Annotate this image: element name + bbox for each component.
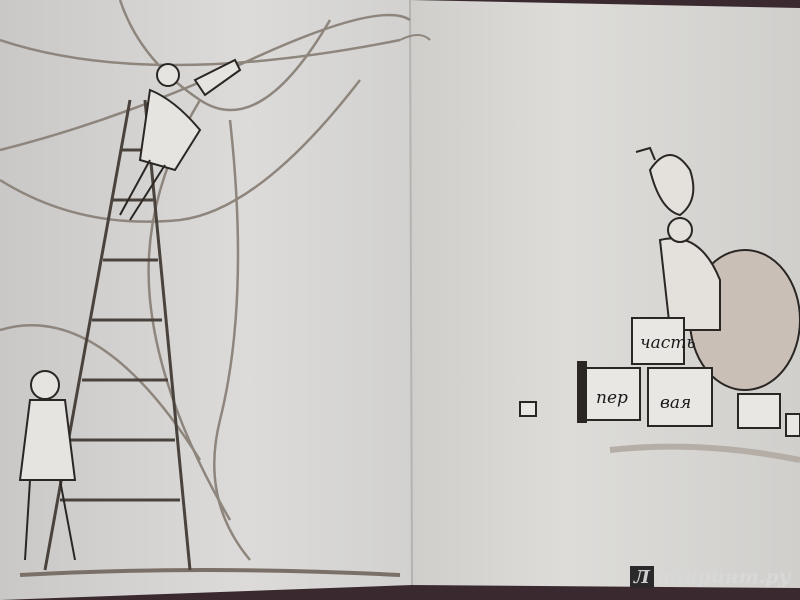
figure-on-ladder	[119, 58, 242, 221]
labirint-logo-icon: Л	[629, 566, 654, 588]
watermark-text: абиринт.ру	[657, 566, 790, 588]
block-text-chast: часть	[640, 333, 696, 353]
right-page	[410, 0, 800, 588]
block-left	[584, 367, 641, 421]
figure-at-bottom	[18, 370, 77, 561]
left-page	[0, 0, 412, 600]
ladder	[43, 99, 192, 571]
block-text-per: пер	[596, 388, 628, 408]
block-right	[647, 367, 713, 427]
spine	[409, 0, 413, 586]
block-text-vaya: вая	[660, 393, 691, 413]
block-top	[631, 317, 685, 365]
watermark: Л абиринт.ру	[629, 566, 790, 588]
right-illustration: часть пер вая	[399, 34, 800, 463]
